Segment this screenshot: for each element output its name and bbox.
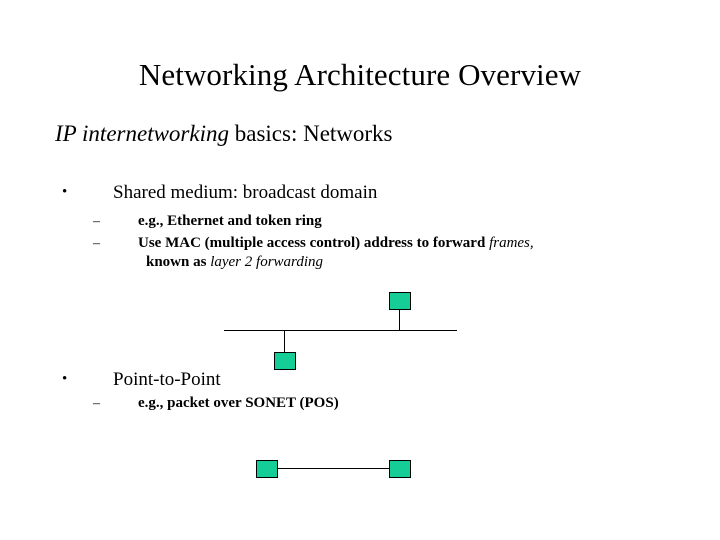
bus-drop-line-bottom xyxy=(284,331,285,353)
point-to-point-link-line xyxy=(277,468,390,469)
sub-bullet-text-ethernet-token-ring: e.g., Ethernet and token ring xyxy=(138,213,322,229)
bus-backbone-line xyxy=(224,330,457,331)
sub-bullet-text-mac-forwarding: Use MAC (multiple access control) addres… xyxy=(138,234,534,272)
sub-bullet-marker-1-1: – xyxy=(93,214,100,229)
sub-bullet-marker-2-1: – xyxy=(93,396,100,411)
mac-line1-plain: Use MAC (multiple access control) addres… xyxy=(138,235,490,251)
bus-node-bottom xyxy=(274,352,296,370)
subtitle-italic-text: IP internetworking xyxy=(55,121,229,146)
sub-bullet-marker-1-2: – xyxy=(93,236,100,251)
slide-title: Networking Architecture Overview xyxy=(138,57,582,92)
mac-line2-wrapper: known as layer 2 forwarding xyxy=(146,253,534,272)
mac-line2-plain: known as xyxy=(146,254,211,270)
slide-subtitle: IP internetworking basics: Networks xyxy=(55,119,393,148)
bullet-text-point-to-point: Point-to-Point xyxy=(113,369,221,390)
bullet-text-shared-medium: Shared medium: broadcast domain xyxy=(113,182,378,203)
mac-line2-italic: layer 2 forwarding xyxy=(210,254,323,270)
mac-line1-italic: frames, xyxy=(489,235,534,251)
sub-bullet-text-packet-over-sonet: e.g., packet over SONET (POS) xyxy=(138,395,339,411)
point-to-point-node-right xyxy=(389,460,411,478)
bullet-marker-2: • xyxy=(62,371,68,387)
point-to-point-node-left xyxy=(256,460,278,478)
bullet-marker-1: • xyxy=(62,184,68,200)
bus-node-top xyxy=(389,292,411,310)
subtitle-plain-text: basics: Networks xyxy=(228,121,393,146)
bus-drop-line-top xyxy=(399,310,400,331)
